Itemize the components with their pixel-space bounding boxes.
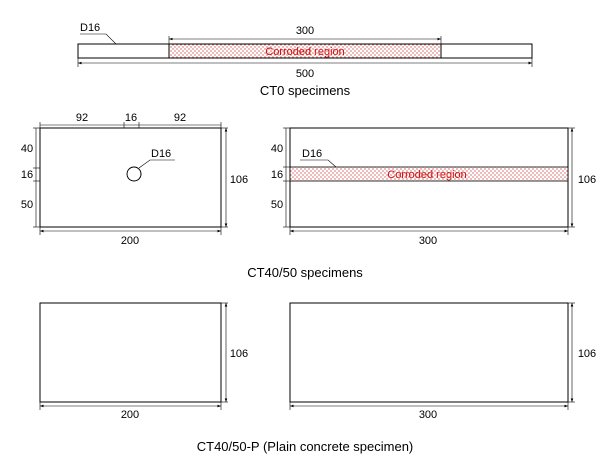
ct4050p-caption: CT40/50-P (Plain concrete specimen) (197, 439, 414, 454)
ct4050-left-side-top: 40 (21, 143, 33, 155)
ct4050-left-top-mid: 16 (125, 112, 137, 124)
ct4050p-left-width: 200 (121, 409, 139, 421)
ct4050-caption: CT40/50 specimens (247, 265, 363, 280)
ct4050-right-group: Corroded region D16 40 16 50 106 300 (271, 127, 596, 247)
ct4050-right-corroded-region (289, 166, 569, 182)
ct4050-left-height: 106 (230, 174, 248, 186)
ct0-caption: CT0 specimens (260, 83, 351, 98)
ct4050-left-side-bottom: 50 (21, 199, 33, 211)
ct4050-left-leader-line (138, 159, 175, 169)
ct4050-left-bar-section (126, 166, 142, 182)
ct0-corroded-region (168, 43, 442, 59)
ct4050-right-region-label: Corroded region (387, 169, 467, 181)
ct0-region-label: Corroded region (265, 46, 345, 58)
ct4050p-left-height: 106 (230, 348, 248, 360)
ct4050-right-side-bottom: 50 (271, 199, 283, 211)
ct4050-left-width: 200 (121, 235, 139, 247)
ct4050-left-group: D16 92 16 92 40 16 50 106 200 (21, 112, 248, 247)
ct0-total-length: 500 (296, 68, 314, 80)
ct4050-left-side-mid: 16 (21, 169, 33, 181)
ct0-leader-line (80, 33, 117, 45)
ct4050-left-block (39, 127, 222, 228)
ct4050p-right-group: 106 300 (289, 302, 596, 421)
ct4050-right-height: 106 (578, 174, 596, 186)
ct4050p-left-block (39, 302, 222, 403)
ct4050p-right-height: 106 (578, 348, 596, 360)
ct4050-left-top-left: 92 (76, 112, 88, 124)
ct4050p-right-block (289, 302, 569, 403)
ct4050-right-side-mid: 16 (271, 169, 283, 181)
ct4050-left-top-right: 92 (174, 112, 186, 124)
ct4050p-right-width: 300 (419, 409, 437, 421)
ct4050-right-side-top: 40 (271, 143, 283, 155)
ct0-corroded-length: 300 (296, 25, 314, 37)
ct0-group: Corroded region D16 300 500 CT0 specimen… (77, 22, 533, 98)
ct4050p-left-group: 106 200 (39, 302, 248, 421)
ct4050-right-leader-line (300, 159, 337, 168)
ct4050-left-bar-label: D16 (151, 148, 171, 160)
ct4050-right-bar-label: D16 (302, 148, 322, 160)
ct0-bar-label: D16 (80, 22, 100, 34)
ct4050-right-width: 300 (419, 235, 437, 247)
